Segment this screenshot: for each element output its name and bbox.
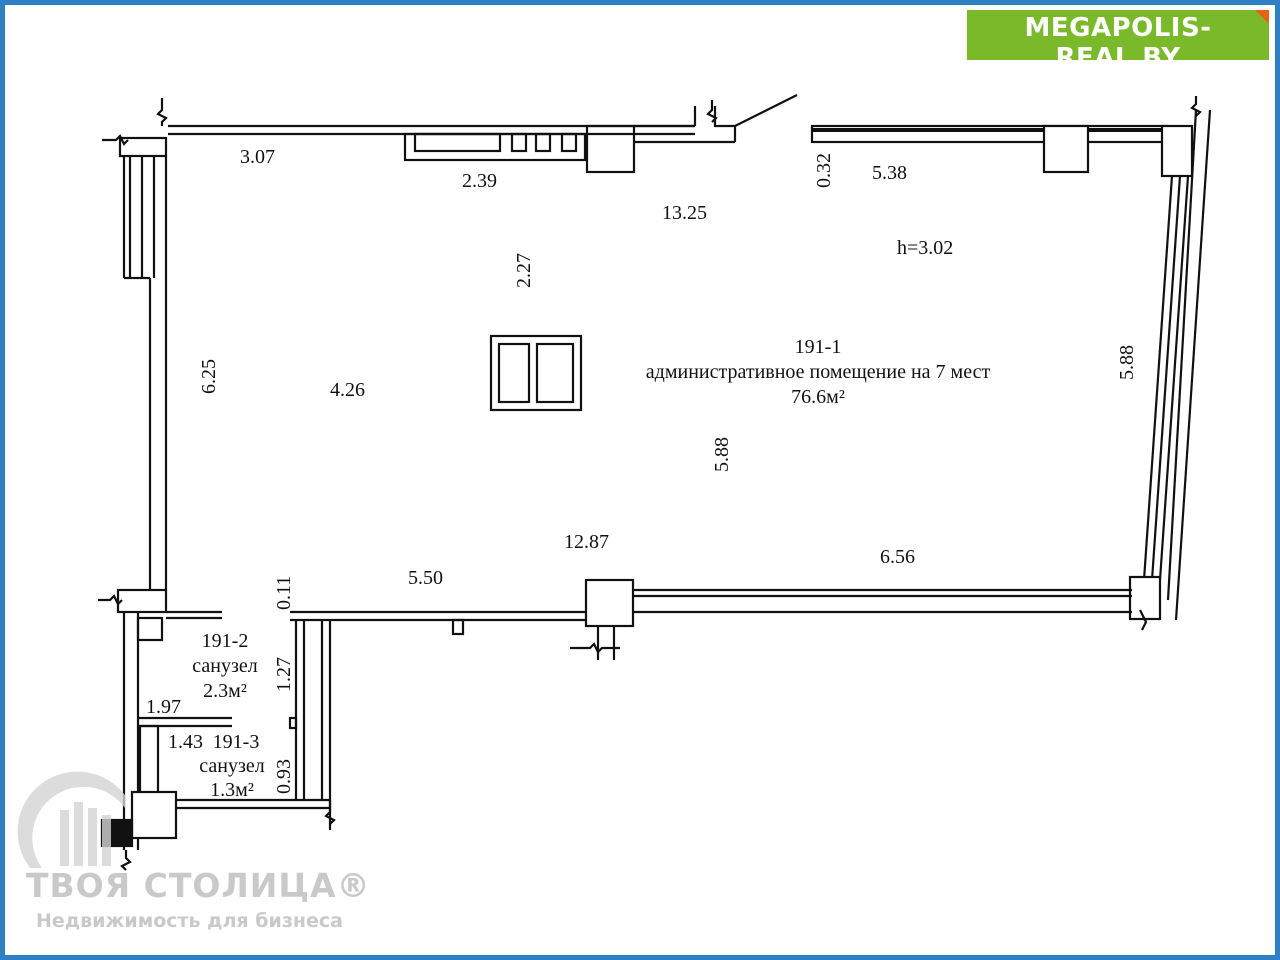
dim-step-small: 0.11 <box>273 576 295 610</box>
room-wc1-area: 2.3м² <box>203 680 247 702</box>
dim-wc2-width: 1.43 <box>168 731 203 753</box>
badge-corner <box>1255 10 1269 24</box>
dim-wc-width: 1.97 <box>146 696 181 718</box>
watermark-title: ТВОЯ СТОЛИЦА® <box>26 866 371 905</box>
room-main-id: 191-1 <box>795 336 842 358</box>
room-wc2-id: 191-3 <box>213 731 260 753</box>
dim-wc1-depth: 1.27 <box>273 657 295 692</box>
room-main-area: 76.6м² <box>791 386 845 408</box>
room-wc2-name: санузел <box>199 755 264 777</box>
dim-left-span: 4.26 <box>330 379 365 401</box>
dim-left-wall: 6.25 <box>198 359 220 394</box>
site-tagline: портал о коммерческой недвижимости в Бел… <box>983 74 1253 86</box>
walls <box>98 94 1212 871</box>
dim-pillar-offset: 0.32 <box>813 153 835 188</box>
room-wc1-id: 191-2 <box>202 630 249 652</box>
site-brand-badge[interactable]: MEGAPOLIS-REAL.BY портал о коммерческой … <box>967 10 1269 86</box>
dim-top-right-wall: 5.38 <box>872 162 907 184</box>
dim-bottom-right-wall: 6.56 <box>880 546 915 568</box>
dim-bottom-left-wall: 5.50 <box>408 567 443 589</box>
dim-room-width: 5.88 <box>711 437 733 472</box>
ceiling-height: h=3.02 <box>897 237 953 259</box>
dim-partition-depth: 2.27 <box>513 253 535 288</box>
ventilation-shaft <box>489 334 583 412</box>
watermark-logo-icon <box>17 771 125 868</box>
dim-top-left-wall: 3.07 <box>240 146 275 168</box>
dim-window-sill: 2.39 <box>462 170 497 192</box>
room-main-name: административное помещение на 7 мест <box>646 361 991 383</box>
dim-room-bottom-length: 12.87 <box>564 531 609 553</box>
watermark-subtitle: Недвижимость для бизнеса <box>36 910 343 932</box>
room-wc1-name: санузел <box>192 655 257 677</box>
site-name: MEGAPOLIS-REAL.BY <box>1024 13 1212 73</box>
dim-wc2-depth: 0.93 <box>273 759 295 794</box>
dim-right-wall: 5.88 <box>1116 345 1138 380</box>
dim-room-top-length: 13.25 <box>662 202 707 224</box>
room-wc2-area: 1.3м² <box>210 779 254 801</box>
